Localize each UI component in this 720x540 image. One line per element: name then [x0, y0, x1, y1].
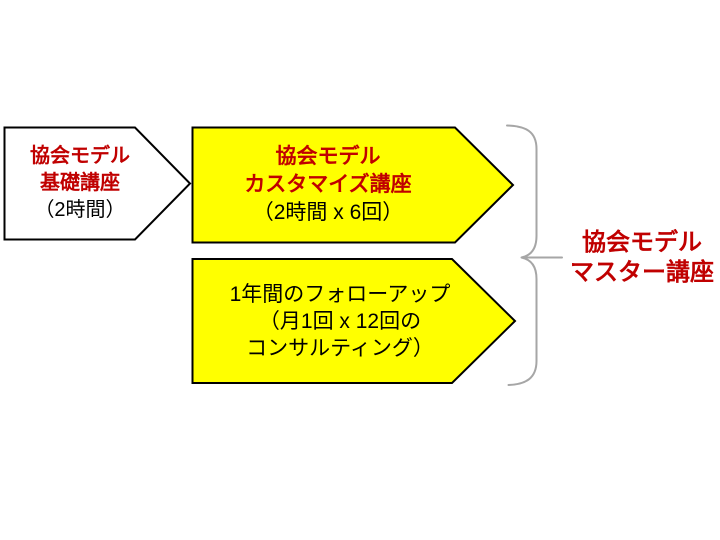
master-course-label: 協会モデル マスター講座 — [564, 222, 720, 294]
customize-course-label: 協会モデル カスタマイズ講座 （2時間 x 6回） — [192, 127, 464, 243]
customize-course-arrow-shape — [191, 126, 515, 244]
basic-course-label: 協会モデル 基礎講座 （2時間） — [4, 127, 156, 240]
master-course-line2: マスター講座 — [570, 259, 714, 286]
basic-course-title-line2: 基礎講座 — [40, 172, 120, 194]
followup-course-label: 1年間のフォローアップ （月1回 x 12回の コンサルティング） — [192, 259, 488, 383]
basic-course-title-line1: 協会モデル — [30, 145, 130, 167]
followup-line2: （月1回 x 12回の — [258, 309, 422, 333]
customize-course-detail: （2時間 x 6回） — [252, 201, 404, 224]
customize-course-title-line1: 協会モデル — [275, 145, 381, 168]
customize-course-title-line2: カスタマイズ講座 — [244, 173, 412, 196]
basic-course-detail: （2時間） — [34, 199, 126, 221]
followup-line1: 1年間のフォローアップ — [229, 282, 451, 306]
followup-arrow-shape — [191, 258, 517, 384]
basic-course-arrow-shape — [3, 126, 192, 241]
brace-bracket — [506, 124, 538, 386]
master-course-line1: 協会モデル — [582, 229, 702, 256]
followup-line3: コンサルティング） — [246, 336, 434, 360]
